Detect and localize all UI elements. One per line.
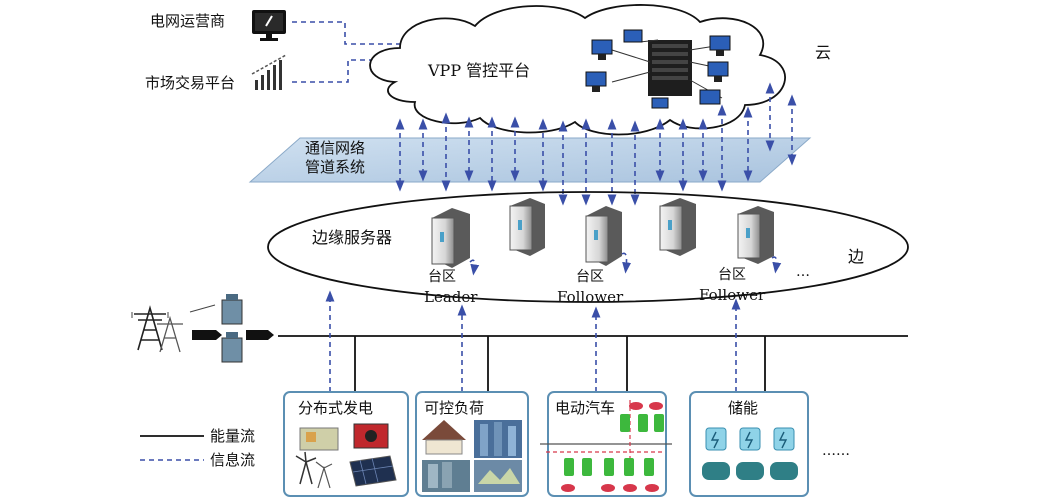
transmission-tower-icon [131,304,216,353]
legend-info-label: 信息流 [210,451,255,469]
server-cluster-icon [585,29,731,109]
node-role-label: Leader [424,288,478,306]
node-role-label: Follower [557,288,624,306]
edge-ellipse [267,191,909,303]
legend-energy-label: 能量流 [210,427,255,445]
cloud-shape [369,4,786,136]
network-label-line1: 通信网络 [305,139,365,157]
flow-arrow-icons [192,330,274,340]
network-plate [248,137,812,183]
building-icons [422,420,522,492]
edge-server-icon [431,208,470,268]
generator-icons [295,423,397,489]
node-area-label: 台区 [576,269,604,285]
battery-icons [702,427,798,480]
edge-tier-label: 边 [848,247,864,266]
edge-server-label: 边缘服务器 [312,228,392,247]
resource-title: 分布式发电 [298,399,373,417]
cloud-tier-label: 云 [815,43,831,62]
market-platform-label: 市场交易平台 [145,74,235,92]
monitor-icon [252,10,286,41]
resources-more: …… [822,443,850,459]
ev-charging-icons [540,400,672,492]
resource-title: 可控负荷 [424,399,484,417]
edge-server-towers [431,198,774,268]
edge-server-icon [737,206,774,264]
node-role-label: Follower [699,286,766,304]
resource-title: 储能 [728,399,758,417]
node-area-label: 台区 [428,269,456,285]
cloud-network-links [395,82,797,206]
grid-operator-label: 电网运营商 [150,12,225,30]
resource-info-links [325,290,741,392]
bar-trend-icon [251,54,287,90]
edge-server-icon [585,206,622,266]
edge-ellipsis: … [796,264,810,280]
edge-server-icon [659,198,696,256]
network-label-line2: 管道系统 [305,158,365,176]
node-area-label: 台区 [718,267,746,283]
edge-curl-arrows [469,252,782,276]
operator-info-link [292,21,420,45]
vpp-platform-label: VPP 管控平台 [427,61,530,80]
edge-server-icon [509,198,545,256]
resource-title: 电动汽车 [555,399,615,417]
energy-drops [354,336,766,392]
legend: 能量流 信息流 [140,427,255,469]
transformer-icon [221,294,243,363]
